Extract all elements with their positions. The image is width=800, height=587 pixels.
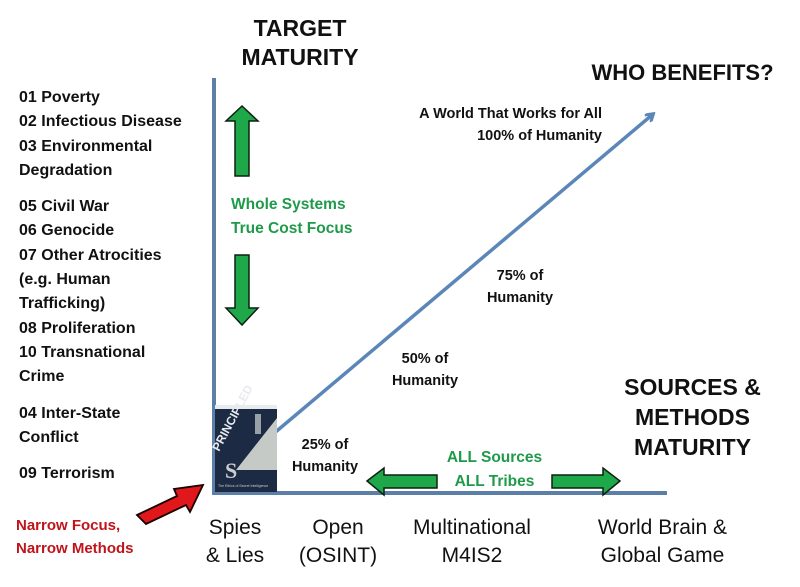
vertical-focus-line: Whole Systems [231,196,346,213]
list-spacer [19,450,214,462]
threat-item-line: 04 Inter-State [19,404,121,422]
milestone-50: 50% of Humanity [375,348,475,392]
milestone-75-line: 75% of [496,268,544,284]
svg-text:S: S [225,458,237,483]
book-cover-image: BOOK AUTHORS PRINCIPLED S The Ethics of … [209,382,277,492]
threat-item-line: 03 Environmental [19,137,153,155]
narrow-focus-label: Narrow Focus, Narrow Methods [16,514,176,560]
threat-item-line: (e.g. Human [19,271,111,289]
milestone-25-line: 25% of [301,437,349,453]
y-axis-title: TARGET MATURITY [215,14,385,72]
milestone-75-line: Humanity [486,290,554,306]
y-axis-title-line: MATURITY [241,44,359,70]
threat-item-line: 08 Proliferation [19,319,136,337]
x-category-line: M4IS2 [441,544,503,567]
threat-item-line: 05 Civil War [19,198,110,216]
list-spacer [19,390,214,402]
threat-item: 06 Genocide [19,219,214,243]
x-category-line: & Lies [205,544,265,567]
x-category-line: World Brain & [597,516,728,539]
threat-item: 05 Civil War [19,195,214,219]
down-arrow-icon [224,254,260,327]
threat-item-line: 06 Genocide [19,222,115,240]
threat-item-line: Trafficking) [19,295,106,313]
x-axis-title-line: MATURITY [633,434,752,460]
who-benefits-title: WHO BENEFITS? [591,60,774,85]
threat-item-line: Conflict [19,428,79,446]
x-category-open: Open (OSINT) [283,514,393,570]
benefit-trend-arrow [270,115,652,437]
threat-item-line: 02 Infectious Disease [19,113,182,131]
milestone-100-line: 100% of Humanity [477,128,602,144]
milestone-25: 25% of Humanity [275,434,375,478]
y-axis-title-line: TARGET [253,15,347,41]
x-axis-title-line: SOURCES & [624,374,761,400]
left-arrow-icon [365,466,438,497]
up-arrow-icon [224,104,260,177]
x-category-line: Multinational [413,516,531,539]
vertical-focus-line: True Cost Focus [231,220,353,237]
x-category-line: Global Game [600,544,725,567]
red-arrow-icon [135,483,205,526]
milestone-50-line: 50% of [401,351,449,367]
x-category-line: (OSINT) [298,544,378,567]
threat-list: 01 Poverty 02 Infectious Disease 03 Enviro… [19,86,214,486]
x-category-spies: Spies & Lies [185,514,285,570]
milestone-50-line: Humanity [391,373,459,389]
right-arrow-icon [551,466,622,497]
list-spacer [19,183,214,195]
threat-item-line: 07 Other Atrocities [19,246,162,264]
x-category-world-brain: World Brain & Global Game [575,514,750,570]
milestone-25-line: Humanity [291,459,359,475]
threat-item: 01 Poverty [19,86,214,110]
milestone-100-line: A World That Works for All [419,106,602,122]
threat-item: 02 Infectious Disease [19,110,214,134]
vertical-focus-label: Whole Systems True Cost Focus [231,193,381,241]
x-category-multinational: Multinational M4IS2 [392,514,552,570]
horizontal-focus-label: ALL Sources ALL Tribes [437,446,552,494]
x-category-line: Open [312,516,364,539]
threat-item-line: 09 Terrorism [19,465,115,483]
threat-item: 08 Proliferation [19,317,214,341]
milestone-75: 75% of Humanity [470,265,570,309]
threat-item-line: 10 Transnational [19,343,146,361]
horizontal-focus-line: ALL Tribes [454,473,535,490]
svg-text:The Ethics of Secret Intellige: The Ethics of Secret Intelligence [218,484,268,488]
horizontal-focus-line: ALL Sources [446,449,543,466]
svg-text:BOOK AUTHORS: BOOK AUTHORS [218,410,247,414]
threat-item-line: 01 Poverty [19,89,100,106]
x-axis-title-line: METHODS [635,404,750,430]
x-category-line: Spies [208,516,262,539]
threat-item-line: Degradation [19,161,113,179]
narrow-focus-line: Narrow Methods [16,540,134,557]
narrow-focus-line: Narrow Focus, [16,517,121,534]
threat-item: 09 Terrorism [19,462,214,486]
x-axis-title: SOURCES & METHODS MATURITY [605,372,780,462]
threat-item-line: Crime [19,368,65,386]
milestone-100: A World That Works for All 100% of Human… [372,103,602,147]
